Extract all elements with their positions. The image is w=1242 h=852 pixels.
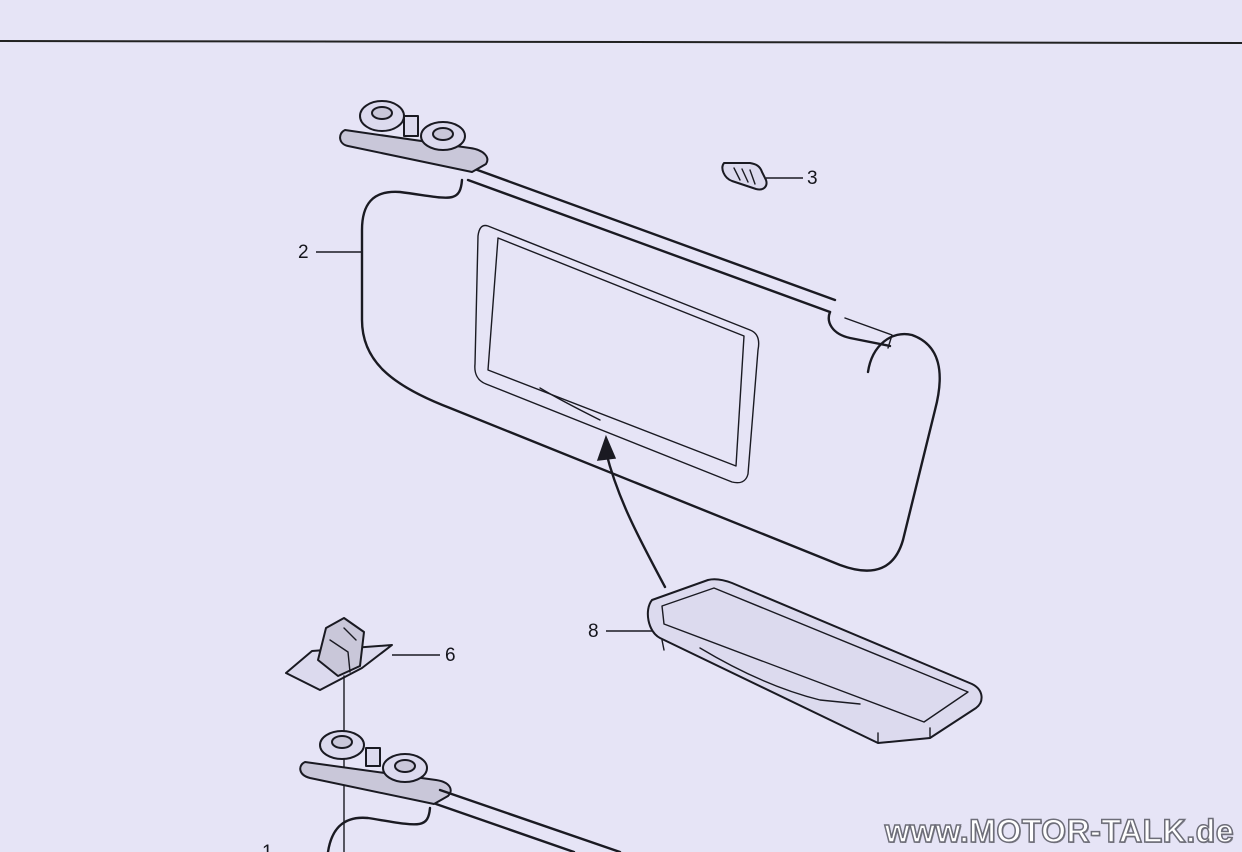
bulb-part bbox=[721, 162, 768, 191]
sun-visor-part bbox=[339, 100, 941, 572]
assembly-arrow bbox=[604, 450, 667, 589]
callout-6: 6 bbox=[392, 645, 456, 666]
lower-visor-part bbox=[299, 675, 622, 852]
callout-2: 2 bbox=[298, 242, 362, 263]
watermark: www.MOTOR-TALK.de bbox=[884, 812, 1234, 850]
callout-label: 2 bbox=[298, 242, 309, 263]
callout-label: 8 bbox=[588, 621, 599, 642]
mirror-cover-part bbox=[646, 578, 983, 744]
callout-label: 1 bbox=[262, 842, 273, 852]
header-rule bbox=[0, 40, 1242, 44]
assembly-arrow-head bbox=[596, 434, 617, 461]
clip-part bbox=[285, 617, 393, 691]
callout-8: 8 bbox=[588, 621, 652, 642]
callout-3: 3 bbox=[766, 168, 818, 189]
callout-label: 6 bbox=[445, 645, 456, 666]
callout-label: 3 bbox=[807, 168, 818, 189]
callout-1: 1 bbox=[262, 842, 273, 852]
